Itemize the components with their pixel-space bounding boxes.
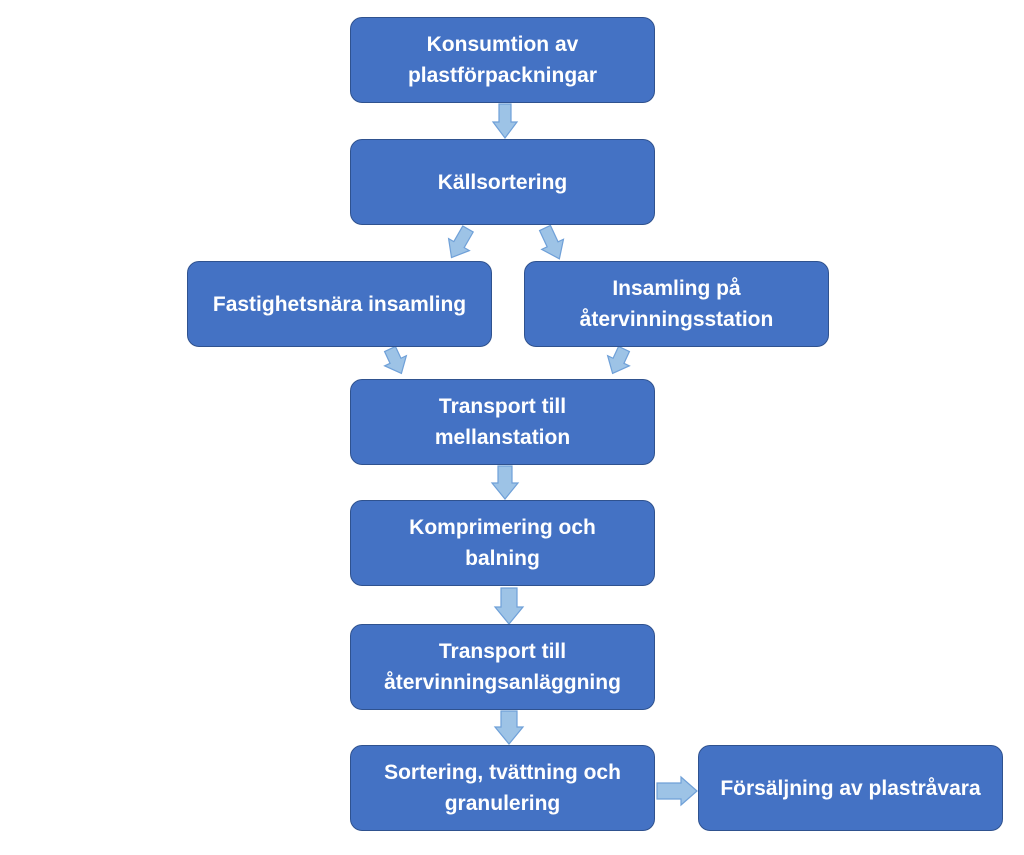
node-konsumtion-label: Konsumtion av plastförpackningar — [407, 33, 598, 87]
node-sortering-tvattning-granulering: Sortering, tvättning och granulering — [350, 745, 655, 831]
arrow-transport-atervinningsanlaggning-to-sortering — [493, 710, 525, 745]
node-kallsortering-label: Källsortering — [437, 170, 568, 194]
node-komprimering-balning-label: Komprimering och balning — [409, 516, 596, 570]
node-transport-atervinningsanlaggning-label: Transport till återvinningsanläggning — [384, 640, 621, 694]
arrow-konsumtion-to-kallsortering — [491, 103, 519, 139]
arrow-fastighetsnara-to-transport-mellanstation — [383, 345, 408, 375]
arrow-kallsortering-to-fastighetsnara — [447, 225, 475, 259]
node-forsaljning-plastravara: Försäljning av plastråvara — [698, 745, 1003, 831]
node-transport-mellanstation-label: Transport till mellanstation — [434, 395, 571, 449]
node-fastighetsnara-insamling: Fastighetsnära insamling — [187, 261, 492, 347]
node-sortering-tvattning-granulering-label: Sortering, tvättning och granulering — [384, 761, 621, 815]
node-fastighetsnara-insamling-label: Fastighetsnära insamling — [212, 292, 467, 316]
arrow-komprimering-to-transport-atervinningsanlaggning — [493, 587, 525, 625]
node-konsumtion: Konsumtion av plastförpackningar — [350, 17, 655, 103]
node-kallsortering: Källsortering — [350, 139, 655, 225]
node-forsaljning-plastravara-label: Försäljning av plastråvara — [720, 776, 981, 800]
node-transport-atervinningsanlaggning: Transport till återvinningsanläggning — [350, 624, 655, 710]
node-insamling-atervinningsstation-label: Insamling på återvinningsstation — [579, 277, 774, 331]
node-komprimering-balning: Komprimering och balning — [350, 500, 655, 586]
node-transport-mellanstation: Transport till mellanstation — [350, 379, 655, 465]
arrow-atervinningsstation-to-transport-mellanstation — [606, 345, 631, 375]
arrow-sortering-to-forsaljning — [656, 775, 698, 807]
arrow-transport-mellanstation-to-komprimering — [490, 465, 520, 500]
node-insamling-atervinningsstation: Insamling på återvinningsstation — [524, 261, 829, 347]
arrow-kallsortering-to-atervinningsstation — [538, 224, 565, 260]
